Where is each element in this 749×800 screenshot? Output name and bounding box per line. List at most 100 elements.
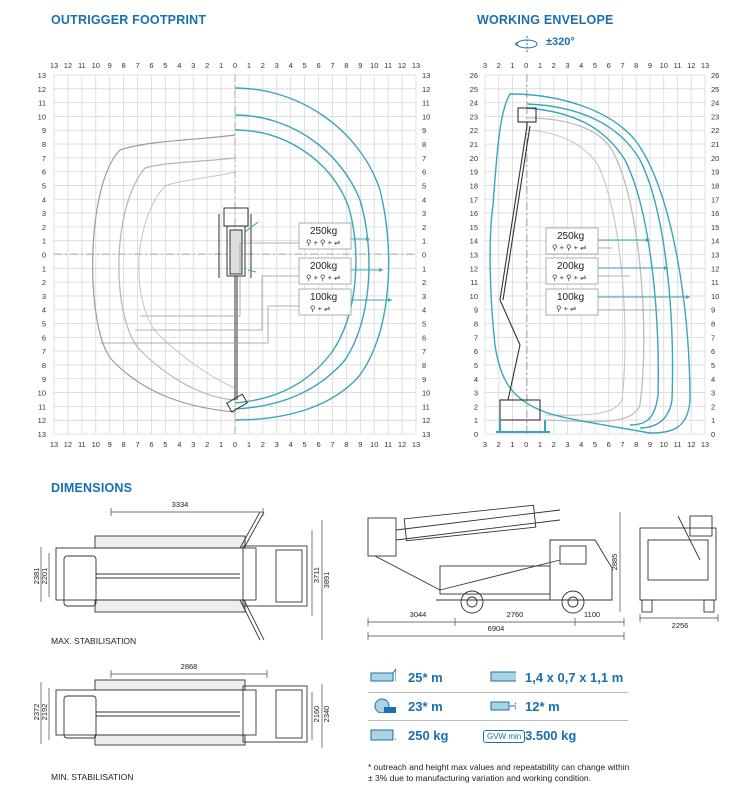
platform-size-icon bbox=[490, 671, 516, 682]
y-tick-label: 4 bbox=[422, 195, 426, 204]
x-tick-label: 5 bbox=[593, 440, 597, 449]
x-tick-label: 12 bbox=[687, 440, 695, 449]
min-left-dim-a: 2372 bbox=[32, 704, 41, 721]
svg-text:⚲ + ⇌: ⚲ + ⇌ bbox=[310, 304, 331, 313]
x-tick-label: 0 bbox=[233, 61, 237, 70]
y-tick-label: 6 bbox=[42, 333, 46, 342]
y-tick-label: 11 bbox=[38, 402, 46, 411]
x-tick-label: 9 bbox=[108, 61, 112, 70]
svg-text:⚲ + ⚲ + ⇌: ⚲ + ⚲ + ⇌ bbox=[306, 238, 341, 247]
x-tick-label: 1 bbox=[219, 440, 223, 449]
envelope-load-250-label: 250kg bbox=[557, 231, 584, 242]
y-tick-label: 8 bbox=[42, 140, 46, 149]
x-tick-label: 3 bbox=[565, 61, 569, 70]
x-tick-label: 0 bbox=[524, 440, 528, 449]
y-tick-label: 6 bbox=[474, 347, 478, 356]
y-tick-label: 17 bbox=[711, 195, 719, 204]
x-tick-label: 11 bbox=[674, 440, 682, 449]
y-tick-label: 3 bbox=[711, 389, 715, 398]
rear-dim-width: 2256 bbox=[672, 621, 689, 630]
y-tick-label: 6 bbox=[42, 168, 46, 177]
footprint-load-100-label: 100kg bbox=[310, 292, 337, 303]
footprint-load-250-label: 250kg bbox=[310, 226, 337, 237]
x-tick-label: 4 bbox=[177, 440, 181, 449]
y-tick-label: 23 bbox=[470, 112, 478, 121]
gvw-badge: GVW min bbox=[483, 730, 526, 743]
y-tick-label: 22 bbox=[470, 126, 478, 135]
envelope-y-ticks-left: 2625242322212019181716151413121110987654… bbox=[470, 71, 478, 439]
x-tick-label: 11 bbox=[674, 61, 682, 70]
y-tick-label: 16 bbox=[470, 209, 478, 218]
x-tick-label: 11 bbox=[384, 440, 392, 449]
svg-text:⚲ + ⚲ + ⇌: ⚲ + ⚲ + ⇌ bbox=[552, 273, 587, 282]
y-tick-label: 8 bbox=[474, 320, 478, 329]
min-stabilisation-drawing bbox=[55, 679, 308, 746]
envelope-load-250: 250kg ⚲ + ⚲ + ⇌ bbox=[545, 227, 650, 255]
footprint-grey-curve-inner bbox=[118, 157, 236, 401]
min-stabilisation-caption: MIN. STABILISATION bbox=[51, 772, 134, 782]
x-tick-label: 8 bbox=[344, 61, 348, 70]
y-tick-label: 10 bbox=[422, 389, 430, 398]
max-height-value: 25* m bbox=[408, 670, 443, 685]
x-tick-label: 8 bbox=[634, 61, 638, 70]
max-left-dim-a: 2381 bbox=[32, 568, 41, 585]
y-tick-label: 7 bbox=[474, 333, 478, 342]
y-tick-label: 6 bbox=[422, 333, 426, 342]
x-tick-label: 2 bbox=[552, 440, 556, 449]
x-tick-label: 1 bbox=[510, 440, 514, 449]
envelope-y-ticks-right: 2625242322212019181716151413121110987654… bbox=[711, 71, 719, 439]
envelope-blue-inner bbox=[526, 107, 659, 426]
envelope-blue-outer bbox=[489, 93, 691, 434]
rear-dimension-lines bbox=[639, 614, 719, 622]
x-tick-label: 9 bbox=[648, 440, 652, 449]
y-tick-label: 8 bbox=[711, 320, 715, 329]
y-tick-label: 19 bbox=[711, 168, 719, 177]
y-tick-label: 7 bbox=[422, 154, 426, 163]
x-tick-label: 7 bbox=[620, 61, 624, 70]
x-tick-label: 2 bbox=[552, 61, 556, 70]
envelope-load-100: 100kg ⚲ + ⇌ bbox=[545, 288, 690, 316]
x-tick-label: 3 bbox=[483, 61, 487, 70]
y-tick-label: 3 bbox=[422, 292, 426, 301]
footprint-grey-curve-mid bbox=[138, 171, 236, 389]
x-tick-label: 3 bbox=[275, 61, 279, 70]
y-tick-label: 5 bbox=[422, 320, 426, 329]
y-tick-label: 0 bbox=[422, 251, 426, 260]
working-height-icon bbox=[374, 698, 396, 713]
x-tick-label: 4 bbox=[579, 440, 583, 449]
y-tick-label: 11 bbox=[470, 278, 478, 287]
y-tick-label: 6 bbox=[711, 347, 715, 356]
y-tick-label: 0 bbox=[42, 251, 46, 260]
side-dim-c: 1100 bbox=[584, 610, 600, 619]
outreach-icon bbox=[490, 701, 516, 711]
svg-text:⚲ + ⚲ + ⇌: ⚲ + ⚲ + ⇌ bbox=[306, 273, 341, 282]
x-tick-label: 6 bbox=[149, 61, 153, 70]
y-tick-label: 8 bbox=[42, 361, 46, 370]
x-tick-label: 3 bbox=[191, 440, 195, 449]
x-tick-label: 5 bbox=[163, 440, 167, 449]
max-left-dim-b: 2201 bbox=[40, 568, 49, 585]
y-tick-label: 1 bbox=[422, 264, 426, 273]
x-tick-label: 2 bbox=[497, 61, 501, 70]
y-tick-label: 13 bbox=[470, 251, 478, 260]
y-tick-label: 11 bbox=[422, 402, 430, 411]
svg-text:⚲ + ⇌: ⚲ + ⇌ bbox=[556, 304, 577, 313]
x-tick-label: 1 bbox=[247, 440, 251, 449]
envelope-leader-lines bbox=[598, 247, 660, 311]
dimensions-heading: DIMENSIONS bbox=[51, 481, 133, 495]
x-tick-label: 1 bbox=[247, 61, 251, 70]
x-tick-label: 3 bbox=[275, 440, 279, 449]
y-tick-label: 2 bbox=[422, 223, 426, 232]
x-tick-label: 12 bbox=[398, 61, 406, 70]
side-dim-a: 3044 bbox=[410, 610, 427, 619]
y-tick-label: 7 bbox=[42, 347, 46, 356]
envelope-heading: WORKING ENVELOPE bbox=[477, 13, 614, 27]
y-tick-label: 12 bbox=[422, 85, 430, 94]
x-tick-label: 4 bbox=[177, 61, 181, 70]
x-tick-label: 10 bbox=[660, 61, 668, 70]
max-load-value: 250 kg bbox=[408, 728, 449, 743]
y-tick-label: 4 bbox=[474, 375, 478, 384]
x-tick-label: 6 bbox=[316, 440, 320, 449]
